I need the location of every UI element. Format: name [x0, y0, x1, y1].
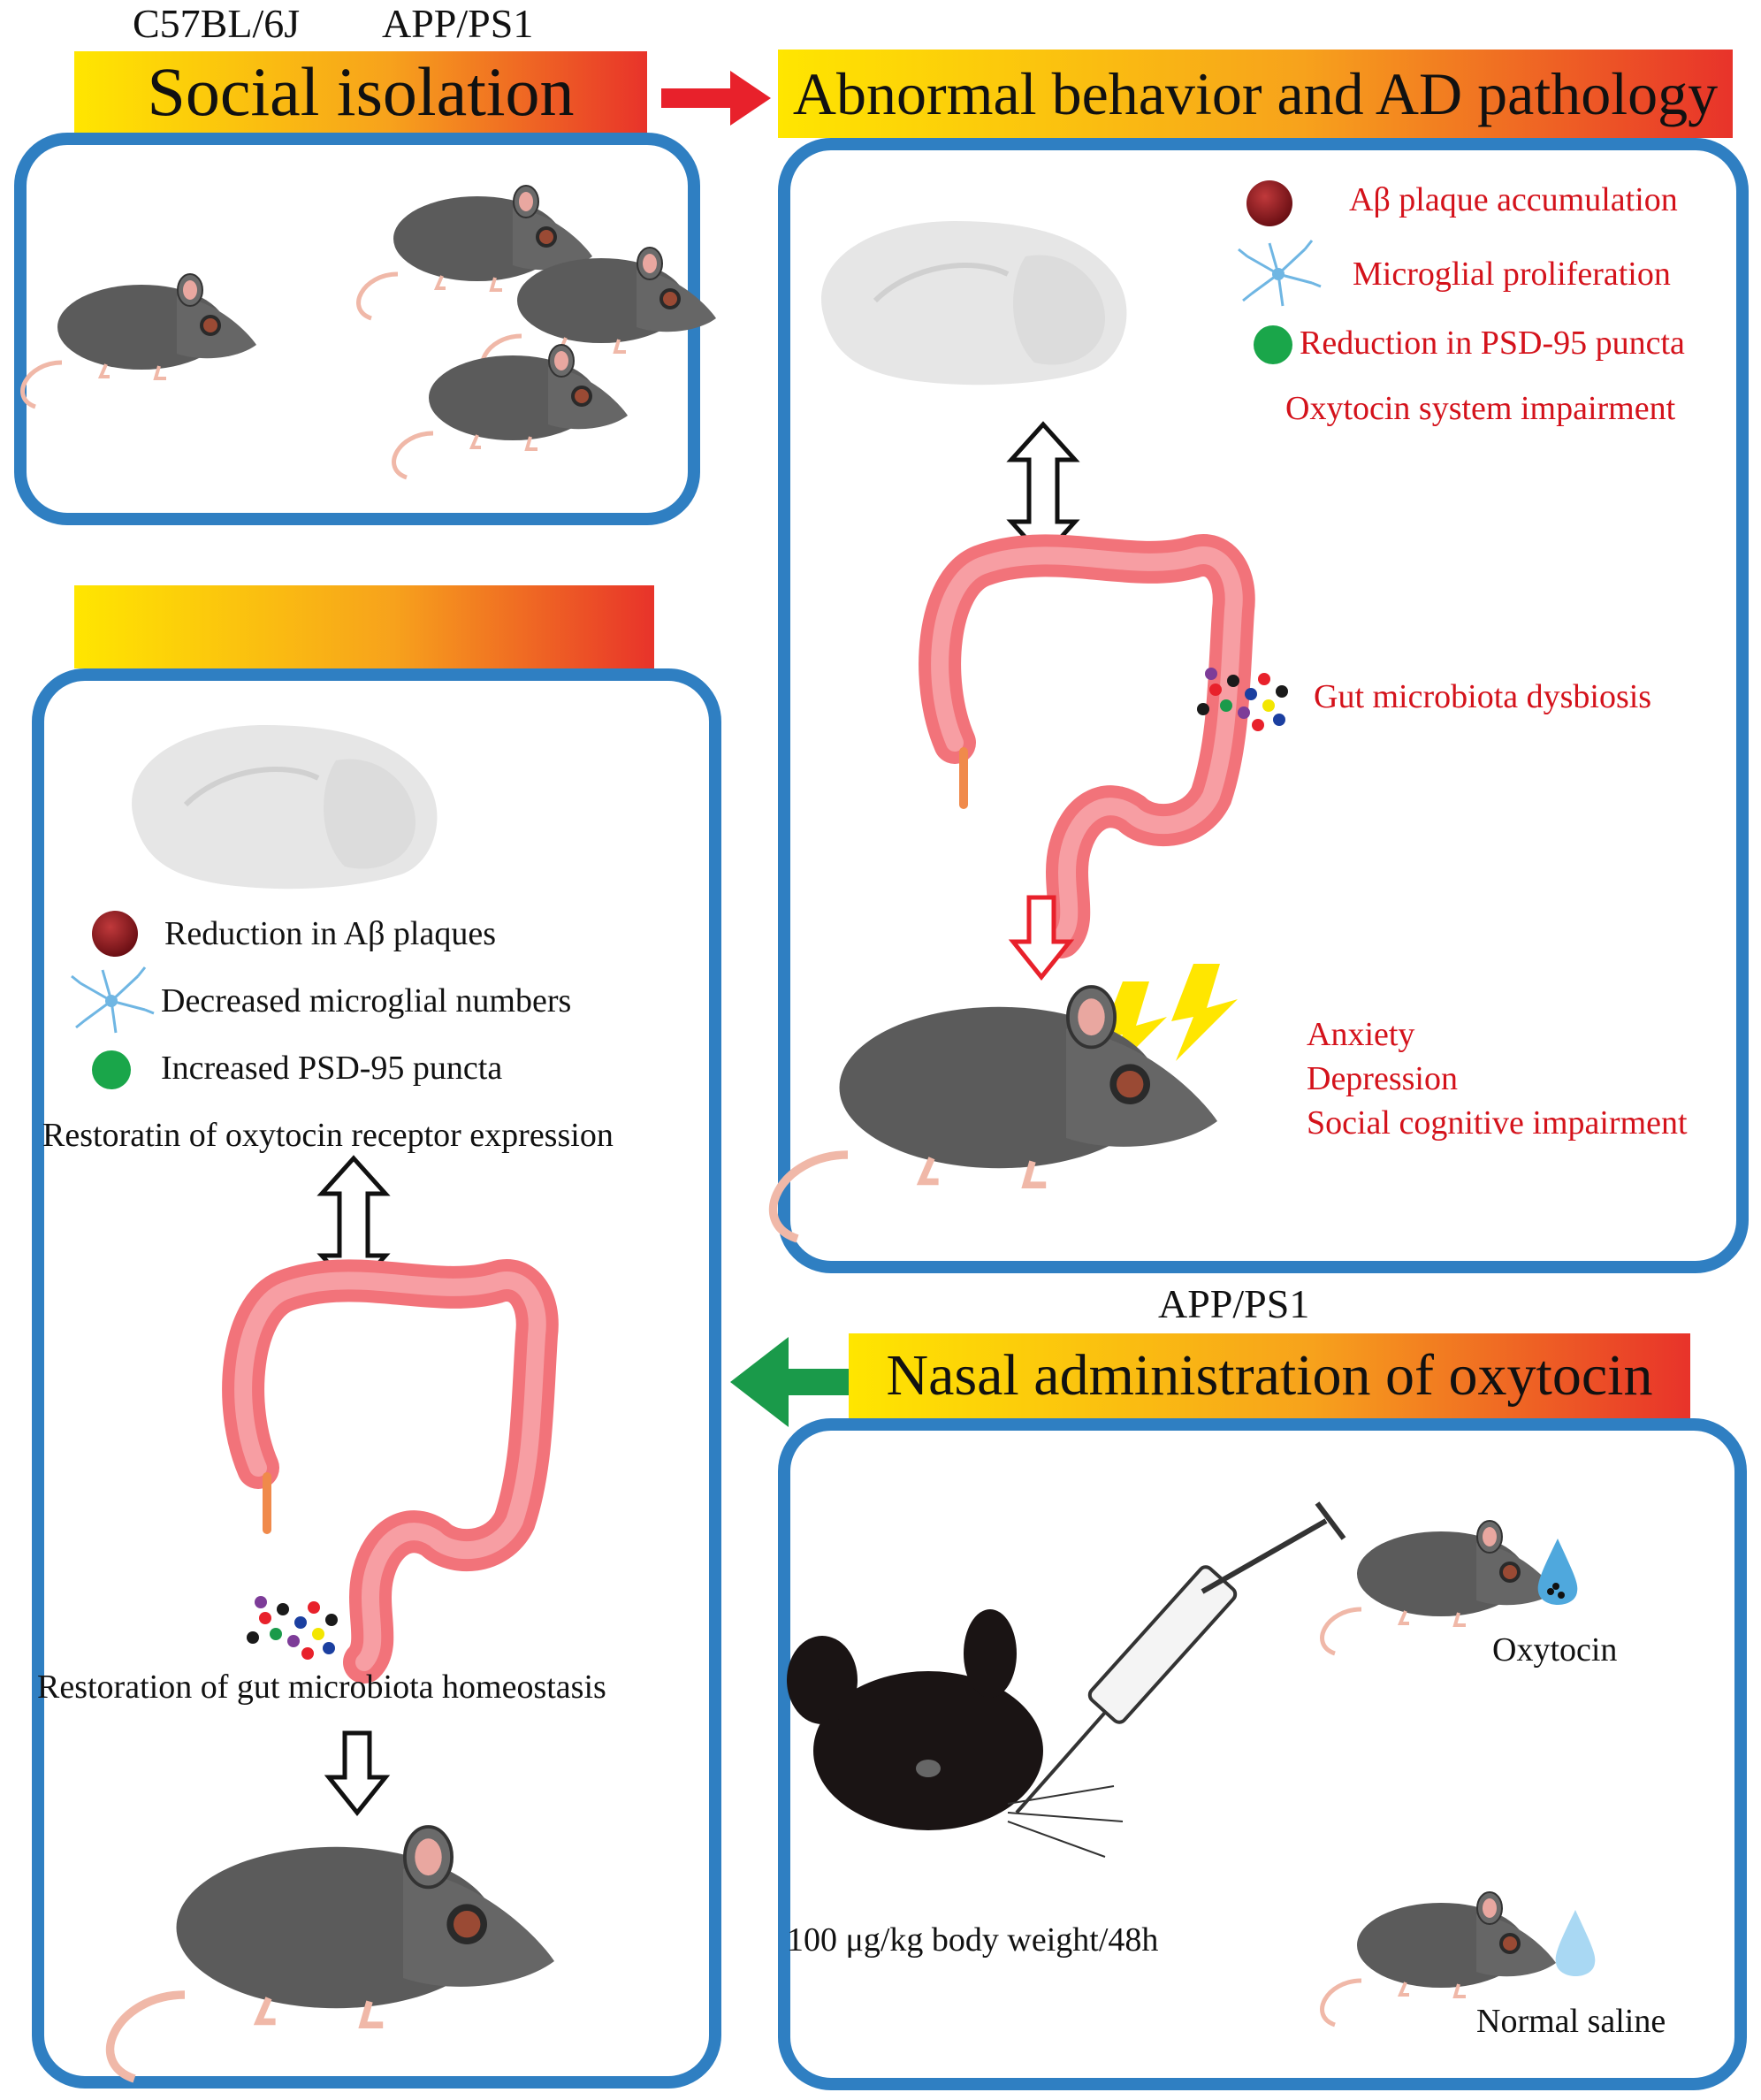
banner-recovery-empty — [74, 585, 654, 668]
banner-abnormal: Abnormal behavior and AD pathology — [778, 50, 1733, 138]
droplet-icon-oxytocin — [1537, 1539, 1578, 1605]
microglia-icon-recovery — [70, 966, 156, 1035]
red-arrow-top — [661, 71, 771, 126]
brain-icon-recovery — [132, 725, 437, 889]
strain-label-c57: C57BL/6J — [133, 1, 301, 46]
black-mouse-head-icon — [787, 1609, 1124, 1858]
panel-recovery — [32, 668, 721, 2089]
label-oxytocin-impairment: Oxytocin system impairment — [1285, 390, 1676, 427]
plaque-icon-recovery — [92, 911, 138, 957]
strain-label-app: APP/PS1 — [382, 1, 534, 46]
label-group-saline: Normal saline — [1476, 2003, 1666, 2040]
label-plaque: Aβ plaque accumulation — [1349, 181, 1678, 218]
label-microglia: Microglial proliferation — [1353, 256, 1671, 293]
label-group-oxytocin: Oxytocin — [1492, 1631, 1618, 1669]
syringe-icon — [1015, 1501, 1346, 1814]
mouse-icon-isolated — [23, 274, 256, 407]
mouse-icon-recovery — [111, 1827, 554, 2079]
brain-icon-pathology — [821, 221, 1126, 385]
label-depression: Depression — [1307, 1060, 1458, 1097]
plaque-icon — [1246, 180, 1292, 226]
microbiota-icon-recovery — [247, 1596, 338, 1660]
panel-social-isolation — [14, 133, 700, 525]
banner-social-isolation: Social isolation — [74, 51, 647, 133]
panel-treatment — [778, 1418, 1747, 2090]
label-psd95: Reduction in PSD-95 puncta — [1300, 325, 1685, 362]
panel-pathology — [778, 138, 1749, 1273]
banner-treatment: Nasal administration of oxytocin — [849, 1333, 1690, 1418]
label-increased-psd95: Increased PSD-95 puncta — [161, 1050, 503, 1087]
mouse-icon-group-3 — [394, 345, 628, 477]
label-anxiety: Anxiety — [1307, 1016, 1415, 1053]
label-decreased-microglia: Decreased microglial numbers — [161, 982, 572, 1019]
label-gut-homeostasis: Restoration of gut microbiota homeostasi… — [37, 1669, 606, 1706]
label-gut-dysbiosis: Gut microbiota dysbiosis — [1314, 678, 1652, 715]
label-social-cognitive: Social cognitive impairment — [1307, 1104, 1688, 1142]
black-down-arrow — [329, 1733, 385, 1813]
label-receptor-restoration: Restoratin of oxytocin receptor expressi… — [42, 1117, 614, 1154]
psd95-dot-icon-recovery — [92, 1050, 131, 1089]
green-arrow-left — [730, 1337, 849, 1427]
label-reduction-plaques: Reduction in Aβ plaques — [164, 915, 497, 952]
treatment-strain-label: APP/PS1 — [1158, 1281, 1310, 1326]
microglia-icon — [1237, 239, 1323, 308]
colon-icon-pathology — [940, 555, 1234, 937]
label-dose: 100 μg/kg body weight/48h — [787, 1921, 1159, 1959]
psd95-dot-icon — [1254, 325, 1292, 364]
droplet-icon-saline — [1555, 1910, 1596, 1976]
